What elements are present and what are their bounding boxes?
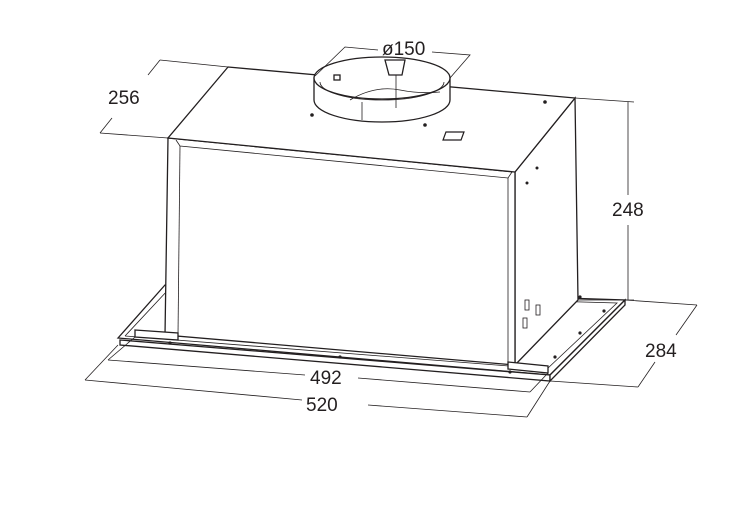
dim-height: 248 [612,200,644,221]
dim-inner-width: 492 [310,368,342,389]
dim-depth-top: 256 [108,88,140,109]
dim-depth-bottom: 284 [645,341,677,362]
dim-outer-width: 520 [306,395,338,416]
dim-duct-diameter: ø150 [382,39,425,60]
duct-collar [313,56,451,123]
hood-body [134,66,579,374]
dimension-lines [84,46,698,418]
